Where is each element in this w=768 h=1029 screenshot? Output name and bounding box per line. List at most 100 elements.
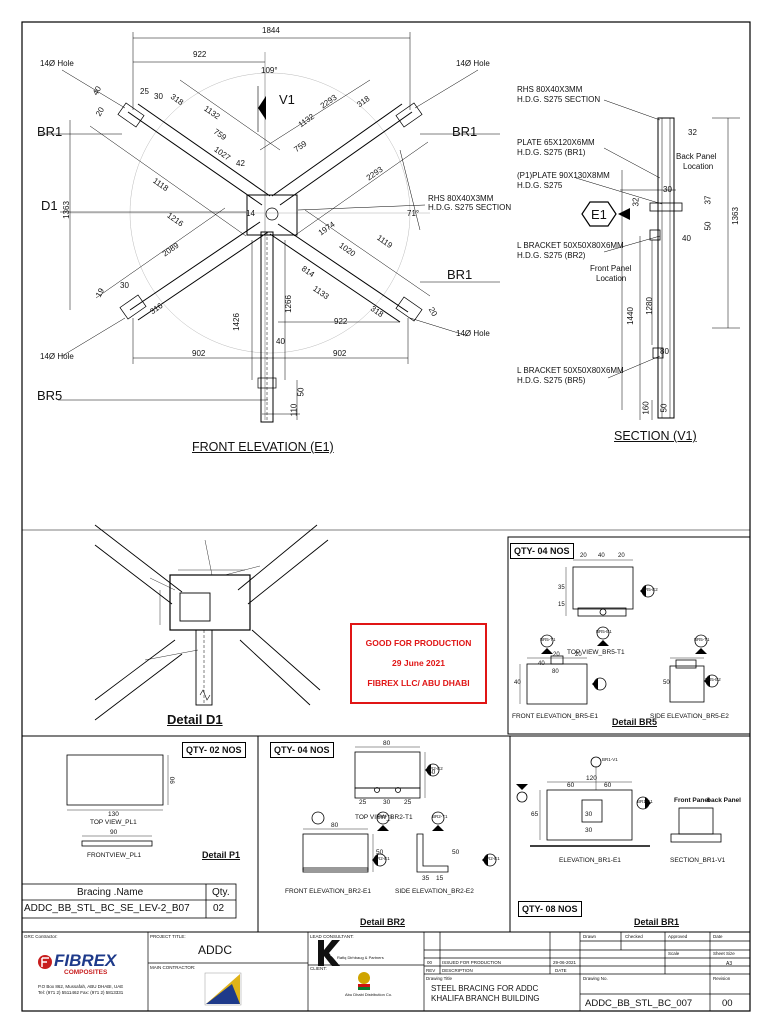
view-marker-v1: V1 [279, 92, 295, 107]
company-sub: COMPOSITES [64, 969, 108, 976]
company-address: Tel: (971 2) 5511462 Fax: (971 2) 581333… [38, 990, 124, 995]
field-label: CLIENT: [310, 966, 327, 971]
view-label: SIDE ELEVATION_BR5-E2 [650, 713, 729, 720]
dim: 14 [246, 209, 255, 218]
dim: 25 [359, 799, 367, 806]
dim: 1363 [730, 207, 740, 225]
field-label: Revision [713, 976, 731, 981]
dim: 90 [110, 829, 118, 836]
bracing-table-grid [21, 883, 237, 919]
dim: 80 [552, 669, 559, 675]
field-label: PROJECT TITLE: [150, 934, 186, 939]
rhs-note: RHS 80X40X3MM [428, 194, 494, 203]
hole-note: 14Ø Hole [40, 352, 74, 361]
dim: 30 [383, 799, 391, 806]
stamp-line: GOOD FOR PRODUCTION [365, 638, 472, 648]
field-label: Drawing Title [426, 976, 453, 981]
section-note: RHS 80X40X3MM [517, 85, 583, 94]
marker-label: BR5-E2 [705, 677, 721, 682]
client-logo [358, 972, 370, 990]
production-stamp: GOOD FOR PRODUCTION 29 June 2021 FIBREX … [350, 623, 487, 704]
marker-label: BR2-T1 [432, 814, 448, 819]
view-label: SIDE ELEVATION_BR2-E2 [395, 888, 474, 895]
label-br1-lower: BR1 [447, 267, 473, 282]
section-note: L BRACKET 50X50X80X6MM [517, 366, 624, 375]
dim: 922 [193, 50, 207, 59]
section-title: SECTION (V1) [614, 429, 697, 443]
dim: 50 [452, 849, 460, 856]
dim: 50 [663, 680, 670, 686]
front-panel-label: Front Panel [590, 264, 632, 273]
rhs-note: H.D.G. S275 SECTION [428, 203, 512, 212]
table-cell: 02 [213, 903, 225, 914]
section-note: H.D.G. S275 [517, 181, 563, 190]
stamp-line: 29 June 2021 [392, 658, 445, 668]
dim: 60 [604, 782, 612, 789]
section-marker-e1: E1 [591, 207, 607, 222]
section-v1-drawing [575, 99, 740, 420]
dim: 42 [236, 159, 245, 168]
detail-br5-title: Detail BR5 [612, 717, 658, 727]
revision-date: 29-06-2021 [553, 960, 577, 965]
front-elevation-drawing [40, 32, 500, 423]
dim: 902 [192, 349, 206, 358]
dim: 25 [140, 87, 149, 96]
hole-note: 14Ø Hole [456, 329, 490, 338]
drawing-number: ADDC_BB_STL_BC_007 [585, 998, 693, 1009]
dim: 15 [436, 875, 444, 882]
dim: 32 [688, 128, 697, 137]
qty-badge: QTY- 04 NOS [270, 742, 334, 758]
field-label: MAIN CONTRACTOR: [150, 965, 196, 970]
view-label: TOP VIEW_PL1 [90, 819, 137, 826]
detail-p1-drawing [66, 754, 169, 847]
dim: 40 [538, 661, 545, 667]
view-label: FRONTVIEW_PL1 [87, 852, 142, 859]
dim: 40 [514, 680, 521, 686]
marker-label: BR1-V1 [602, 757, 618, 762]
dim: 160 [641, 401, 651, 415]
dim: 1844 [262, 26, 280, 35]
drawing-title: STEEL BRACING FOR ADDC [431, 984, 539, 993]
section-note: H.D.G. S275 (BR2) [517, 251, 586, 260]
dim: 60 [567, 782, 575, 789]
dim: 50 [659, 403, 669, 413]
back-panel-label: Location [683, 162, 714, 171]
dim: 35 [558, 585, 565, 591]
dim: 1280 [644, 297, 654, 315]
dim: 90 [169, 776, 177, 784]
section-note: H.D.G. S275 (BR1) [517, 148, 586, 157]
project-name: ADDC [198, 943, 233, 957]
dim: 30 [120, 281, 129, 290]
dim: 40 [276, 337, 285, 346]
marker-label: BR2-E1 [374, 856, 390, 861]
rev-header: DESCRIPTION [442, 968, 473, 973]
section-note: (P1)PLATE 90X130X8MM [517, 171, 610, 180]
dim: 37 [703, 195, 713, 205]
main-contractor-logo [204, 972, 242, 1006]
consultant-logo [318, 940, 340, 966]
marker-label: BR1-E1 [637, 799, 653, 804]
table-cell: ADDC_BB_STL_BC_SE_LEV-2_B07 [24, 903, 190, 914]
field-label: Scale [668, 951, 680, 956]
field-label: Date [713, 934, 723, 939]
field-label: GRC Contractor: [24, 934, 58, 939]
dim: 50 [428, 769, 436, 776]
fibrex-logo-mark [38, 955, 52, 969]
dim: 110 [289, 403, 299, 417]
field-label: Sheet Size [713, 951, 735, 956]
dim: 1363 [61, 201, 71, 219]
front-elevation-title: FRONT ELEVATION (E1) [192, 440, 334, 454]
hole-note: 14Ø Hole [456, 59, 490, 68]
dim: 40 [682, 234, 691, 243]
hole-note: 14Ø Hole [40, 59, 74, 68]
dim: 20 [580, 553, 587, 559]
view-label: ELEVATION_BR1-E1 [559, 857, 621, 864]
dim: 30 [585, 811, 593, 818]
section-note: H.D.G. S275 (BR5) [517, 376, 586, 385]
view-label: FRONT ELEVATION_BR2-E1 [285, 888, 371, 895]
marker-label: BR2-T1 [377, 814, 393, 819]
detail-d1-title: Detail D1 [167, 712, 223, 727]
marker-label: BR5-T1 [540, 637, 556, 642]
dim: 902 [333, 349, 347, 358]
